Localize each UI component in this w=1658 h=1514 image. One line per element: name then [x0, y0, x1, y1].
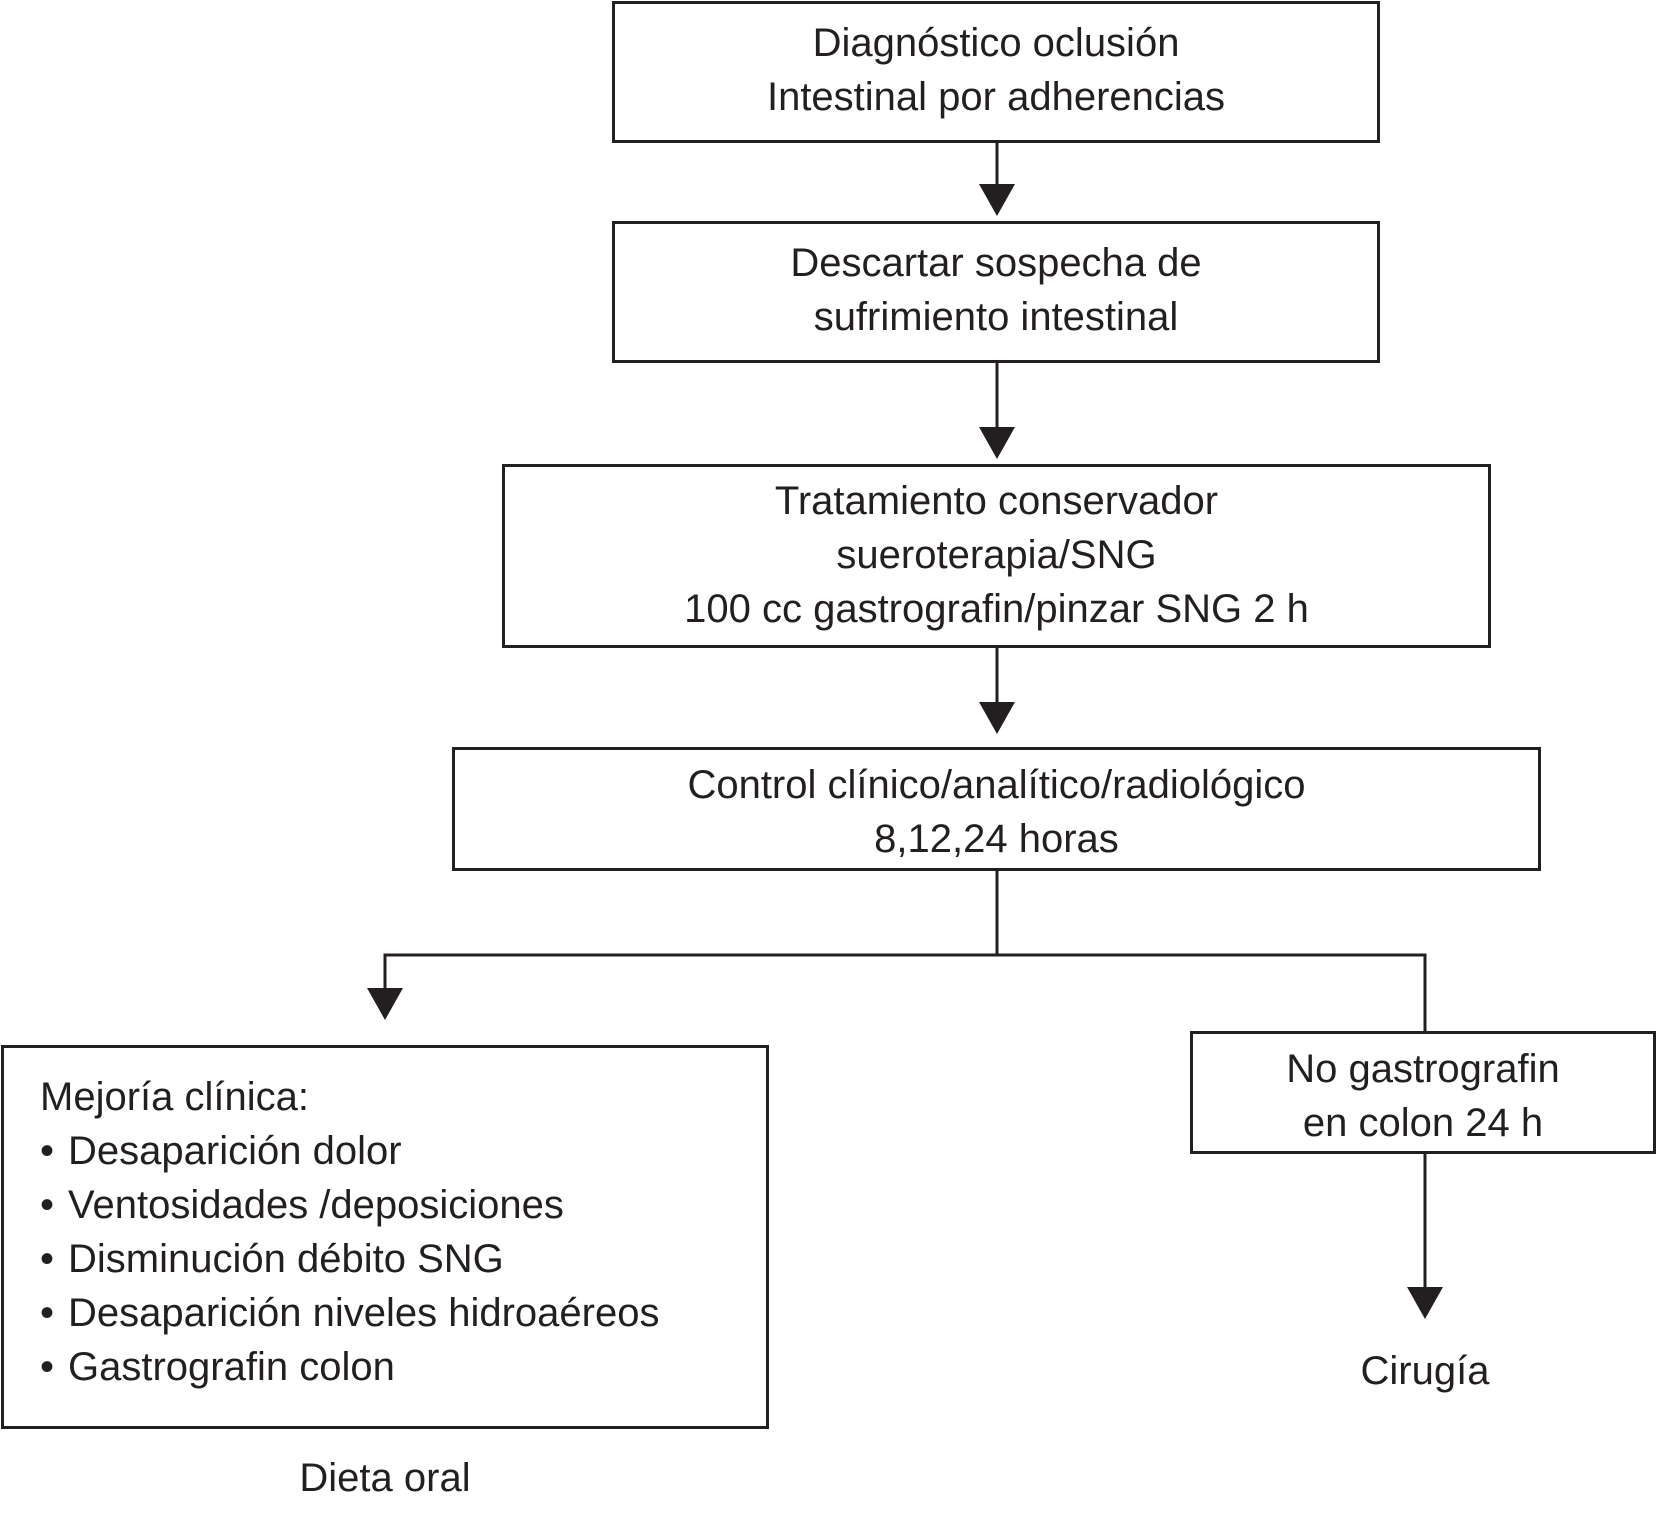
arrowhead-mejoria	[367, 988, 403, 1020]
list-item-text: Ventosidades /deposiciones	[68, 1183, 564, 1227]
node-diagnostico-line: Diagnóstico oclusión	[812, 21, 1180, 65]
bullet-icon: •	[40, 1183, 55, 1227]
node-tratamiento-line: 100 cc gastrografin/pinzar SNG 2 h	[684, 587, 1309, 631]
node-control-line: 8,12,24 horas	[874, 817, 1119, 861]
list-item-text: Desaparición niveles hidroaéreos	[68, 1291, 660, 1335]
arrowhead-descartar	[979, 184, 1015, 216]
node-no-gastrografin-line: en colon 24 h	[1302, 1101, 1544, 1145]
list-item: • Disminución débito SNG	[40, 1232, 766, 1286]
arrowhead-control	[979, 702, 1015, 734]
bullet-icon: •	[40, 1291, 55, 1335]
node-descartar-line: Descartar sospecha de	[790, 241, 1202, 285]
node-descartar-line: sufrimiento intestinal	[813, 295, 1179, 339]
list-item-text: Disminución débito SNG	[68, 1237, 504, 1281]
list-item-text: Gastrografin colon	[68, 1345, 395, 1389]
bullet-icon: •	[40, 1345, 55, 1389]
list-item-text: Desaparición dolor	[68, 1129, 402, 1173]
connector-branch-mejoria	[383, 953, 997, 990]
outcome-dieta-oral: Dieta oral	[299, 1456, 471, 1500]
node-control: Control clínico/analítico/radiológico 8,…	[452, 747, 1541, 871]
node-diagnostico: Diagnóstico oclusión Intestinal por adhe…	[612, 1, 1380, 143]
list-item: • Desaparición dolor	[40, 1124, 766, 1178]
arrowhead-cirugia	[1407, 1287, 1443, 1319]
bullet-icon: •	[40, 1237, 55, 1281]
node-diagnostico-line: Intestinal por adherencias	[766, 75, 1226, 119]
node-tratamiento-line: sueroterapia/SNG	[836, 533, 1157, 577]
node-no-gastrografin-line: No gastrografin	[1286, 1047, 1560, 1091]
node-mejoria: Mejoría clínica: • Desaparición dolor • Ve…	[1, 1045, 769, 1429]
list-item: • Ventosidades /deposiciones	[40, 1178, 766, 1232]
node-tratamiento: Tratamiento conservador sueroterapia/SNG…	[502, 464, 1491, 648]
list-item: • Desaparición niveles hidroaéreos	[40, 1286, 766, 1340]
list-item: • Gastrografin colon	[40, 1340, 766, 1394]
node-mejoria-title: Mejoría clínica:	[40, 1075, 309, 1119]
arrowhead-tratamiento	[979, 427, 1015, 459]
connector-branch-no-gastrografin	[997, 953, 1427, 1031]
node-descartar: Descartar sospecha de sufrimiento intest…	[612, 221, 1380, 363]
node-control-line: Control clínico/analítico/radiológico	[687, 763, 1306, 807]
bullet-icon: •	[40, 1129, 55, 1173]
outcome-cirugia: Cirugía	[1360, 1349, 1490, 1393]
node-tratamiento-line: Tratamiento conservador	[774, 479, 1219, 523]
node-no-gastrografin: No gastrografin en colon 24 h	[1190, 1031, 1656, 1154]
